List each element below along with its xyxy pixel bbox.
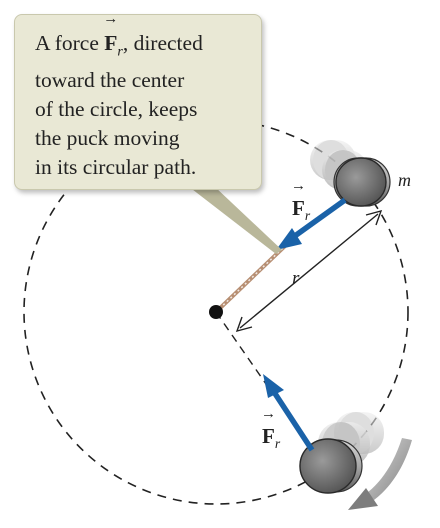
force-label-lower: Fr (261, 407, 280, 452)
callout-line-5: in its circular path. (35, 155, 197, 180)
callout-line-1: A force Fr, directed (35, 12, 251, 66)
force-arrow-lower (263, 374, 315, 452)
callout-line-3: of the circle, keeps (35, 97, 198, 122)
callout-line-2: toward the center (35, 68, 185, 93)
callout-line-4: the puck moving (35, 126, 180, 151)
callout-pointer (188, 186, 282, 254)
mass-label: m (398, 170, 411, 190)
radius-label: r (292, 268, 300, 289)
lower-puck (299, 412, 384, 494)
center-point (209, 305, 223, 319)
radius-dimension (235, 209, 383, 333)
force-label-upper: Fr (291, 179, 310, 224)
callout-box: A force Fr, directed toward the center o… (14, 12, 262, 190)
force-arrow-upper (276, 197, 347, 250)
rotation-direction-arrow (348, 438, 412, 510)
upper-puck (310, 140, 391, 207)
trajectory-dashed-line (215, 311, 267, 385)
force-vector-symbol: Fr (103, 12, 123, 66)
